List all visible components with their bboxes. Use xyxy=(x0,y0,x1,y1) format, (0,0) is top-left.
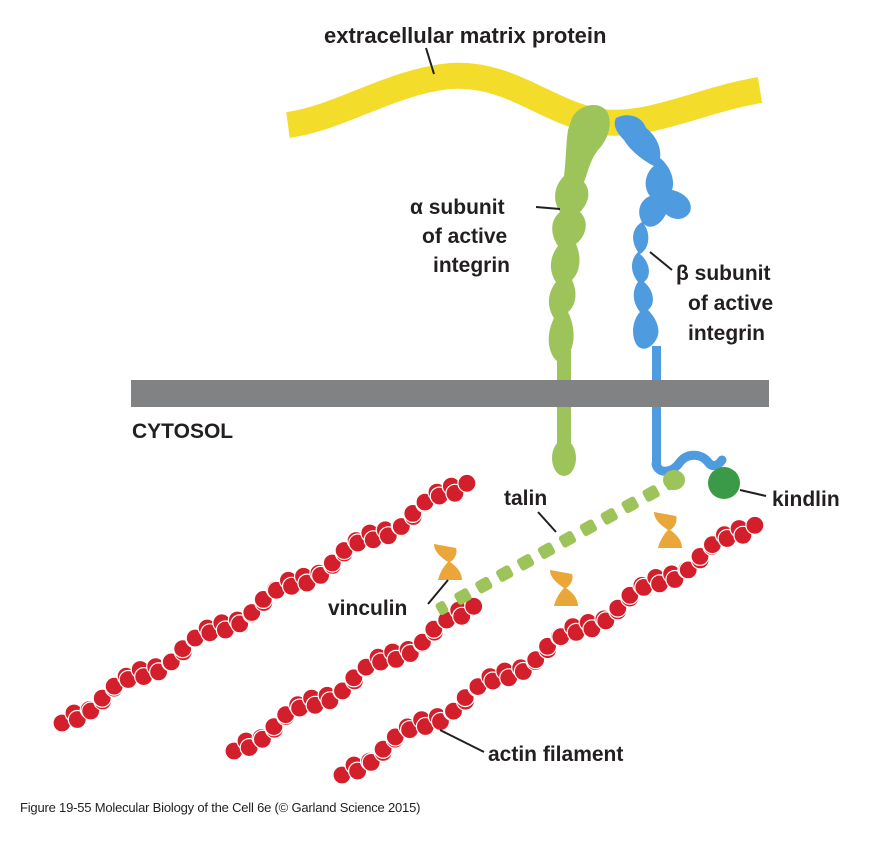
talin-domain xyxy=(496,565,514,582)
talin-label: talin xyxy=(504,487,547,510)
talin-domain xyxy=(579,519,598,537)
talin-domain xyxy=(621,496,639,514)
beta-subunit xyxy=(614,115,691,466)
alpha-label-line2: of active xyxy=(422,225,507,248)
talin-protein xyxy=(435,470,685,616)
beta-leader-line xyxy=(649,251,673,271)
alpha-leader-line xyxy=(535,206,561,210)
ecm-fiber xyxy=(285,62,763,138)
actin-subunit xyxy=(745,515,765,535)
beta-label-line3: integrin xyxy=(688,322,765,345)
vinculin-leader-line xyxy=(427,579,449,605)
ecm-label: extracellular matrix protein xyxy=(324,23,606,48)
talin-leader-line xyxy=(537,511,557,533)
vinculin-label: vinculin xyxy=(328,597,407,620)
beta-label-line2: of active xyxy=(688,292,773,315)
ecm-leader-line xyxy=(425,47,435,75)
alpha-label-line1: α subunit xyxy=(410,196,505,219)
cytosol-label: CYTOSOL xyxy=(132,420,233,443)
vinculin-protein-1 xyxy=(434,544,462,580)
talin-domain xyxy=(516,553,535,571)
figure-caption: Figure 19-55 Molecular Biology of the Ce… xyxy=(20,800,421,815)
vinculin-protein-3 xyxy=(654,512,682,548)
talin-domain xyxy=(454,588,472,605)
alpha-label-line3: integrin xyxy=(433,254,510,277)
vinculin-protein-2 xyxy=(550,570,578,606)
talin-domain xyxy=(558,531,577,548)
alpha-subunit xyxy=(548,104,610,476)
talin-domain xyxy=(600,508,618,525)
kindlin-protein xyxy=(708,467,740,499)
beta-cytoplasmic-tail xyxy=(651,450,727,476)
beta-label-line1: β subunit xyxy=(676,262,770,285)
talin-domain xyxy=(642,485,660,502)
actin-label: actin filament xyxy=(488,743,623,766)
kindlin-leader-line xyxy=(739,489,767,497)
talin-domain xyxy=(435,600,449,616)
actin-subunit xyxy=(464,596,484,616)
talin-head xyxy=(663,470,685,490)
actin-leader-line xyxy=(439,729,485,753)
talin-domain xyxy=(475,576,493,594)
talin-domain xyxy=(537,542,556,559)
actin-filament-3 xyxy=(332,515,765,785)
actin-filament-1 xyxy=(52,473,477,733)
kindlin-label: kindlin xyxy=(772,488,840,511)
plasma-membrane xyxy=(131,380,769,407)
actin-subunit xyxy=(457,473,477,493)
actin-filament-2 xyxy=(224,596,484,761)
